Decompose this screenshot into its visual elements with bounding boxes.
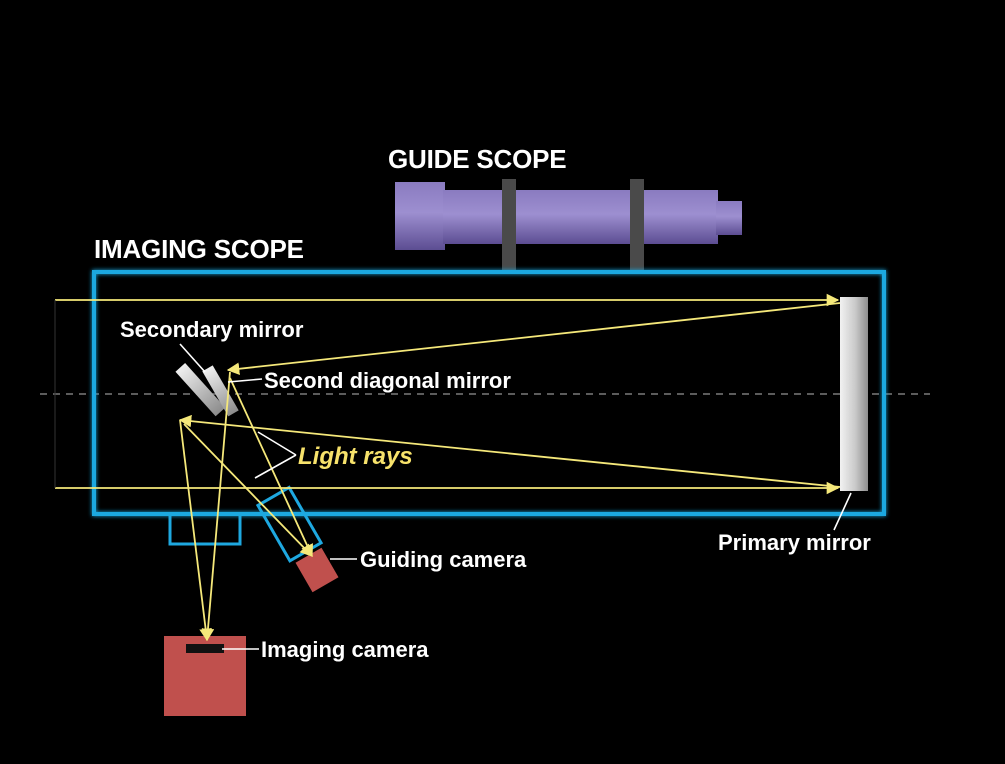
guide-scope-ring-2: [630, 179, 644, 272]
imaging-camera-label: Imaging camera: [261, 637, 429, 662]
imaging-focuser: [168, 514, 242, 546]
ray-to-imaging-camera-1: [179, 419, 212, 642]
imaging-camera-sensor: [186, 644, 224, 653]
secondary-mirror-leader: [179, 343, 206, 373]
light-rays-leader-2: [254, 454, 297, 479]
guiding-camera-label: Guiding camera: [360, 547, 527, 572]
primary-mirror: [840, 297, 868, 491]
guide-scope-label: GUIDE SCOPE: [388, 144, 566, 174]
primary-mirror-label: Primary mirror: [718, 530, 871, 555]
light-rays: [55, 293, 841, 642]
light-rays-leader-1: [257, 431, 297, 456]
reflected-ray-bottom: [178, 414, 841, 488]
guide-scope-ring-1: [502, 179, 516, 272]
guide-scope: [395, 179, 742, 272]
guiding-camera-assembly: [255, 485, 324, 563]
second-diagonal-mirror: [202, 365, 239, 417]
secondary-mirror: [175, 363, 226, 417]
ray-to-imaging-camera-2: [201, 371, 231, 642]
second-diagonal-leader: [227, 378, 263, 383]
secondary-mirror-label: Secondary mirror: [120, 317, 304, 342]
primary-mirror-leader: [833, 492, 852, 531]
light-rays-label: Light rays: [298, 443, 413, 470]
second-diagonal-mirror-label: Second diagonal mirror: [264, 368, 511, 393]
reflected-ray-top: [226, 302, 841, 376]
ray-to-guiding-camera-1: [229, 377, 313, 558]
ray-to-guiding-camera-2: [183, 423, 313, 557]
guiding-adapter: [255, 485, 324, 563]
imaging-scope-label: IMAGING SCOPE: [94, 234, 304, 264]
imaging-scope-tube: [92, 270, 886, 516]
guiding-camera: [295, 547, 339, 593]
